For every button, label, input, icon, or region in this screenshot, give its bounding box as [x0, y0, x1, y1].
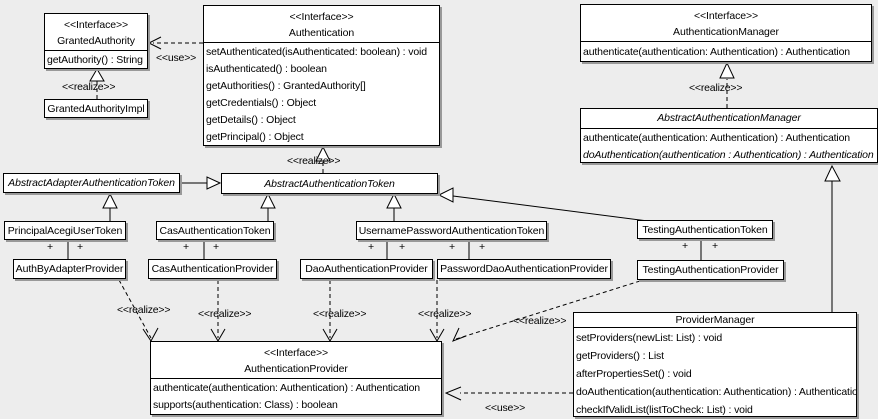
realize-label: <<realize>>	[62, 81, 116, 93]
hollow-triangle-icon	[102, 192, 118, 209]
hollow-triangle-icon	[260, 192, 276, 209]
method-label: authenticate(authentication: Authenticat…	[153, 382, 420, 394]
class-name: AuthenticationManager	[673, 26, 779, 38]
association-end-plus: +	[183, 241, 189, 253]
realize-label: <<realize>>	[418, 308, 472, 320]
class-name: AbstractAuthenticationManager	[657, 112, 801, 124]
hollow-triangle-icon	[206, 176, 222, 190]
class-name: ProviderManager	[675, 314, 755, 326]
class-name: AbstractAuthenticationToken	[264, 178, 395, 190]
association-end-plus: +	[479, 241, 485, 253]
class-name: GrantedAuthorityImpl	[47, 103, 145, 115]
class-authentication-manager: <<Interface>> AuthenticationManager auth…	[580, 4, 872, 62]
association-end-plus: +	[682, 240, 688, 252]
hollow-triangle-icon	[315, 145, 331, 162]
hollow-triangle-icon	[89, 68, 105, 82]
class-name: TestingAuthenticationProvider	[642, 264, 779, 276]
class-abstract-adapter-authentication-token: AbstractAdapterAuthenticationToken	[3, 173, 180, 193]
class-name: CasAuthenticationProvider	[151, 263, 274, 275]
association-end-plus: +	[47, 241, 53, 253]
open-arrowhead-icon	[142, 327, 159, 342]
class-abstract-authentication-manager: AbstractAuthenticationManager authentica…	[580, 108, 878, 163]
class-dao-authentication-provider: DaoAuthenticationProvider	[300, 259, 433, 279]
method-label: doAuthentication(authentication : Authen…	[583, 149, 874, 161]
hollow-triangle-icon	[824, 164, 841, 182]
class-authentication: <<Interface>> Authentication setAuthenti…	[203, 5, 440, 146]
class-name: Authentication	[288, 27, 355, 39]
method-label: getCredentials() : Object	[206, 97, 317, 109]
class-granted-authority: <<Interface>> GrantedAuthority getAuthor…	[44, 13, 148, 69]
hollow-triangle-icon	[719, 61, 735, 79]
open-arrowhead-icon	[444, 386, 462, 401]
class-name: CasAuthenticationToken	[159, 225, 271, 237]
class-password-dao-authentication-provider: PasswordDaoAuthenticationProvider	[437, 259, 611, 279]
realize-label: <<realize>>	[513, 315, 567, 327]
class-provider-manager: ProviderManager setProviders(newList: Li…	[573, 312, 857, 417]
class-name: GrantedAuthority	[57, 35, 135, 47]
method-label: doAuthentication(authentication: Authent…	[576, 386, 856, 398]
class-abstract-authentication-token: AbstractAuthenticationToken	[221, 173, 438, 194]
class-auth-by-adapter-provider: AuthByAdapterProvider	[13, 259, 126, 279]
class-authentication-provider: <<Interface>> AuthenticationProvider aut…	[150, 341, 442, 415]
method-label: checkIfValidList(listToCheck: List) : vo…	[576, 404, 753, 416]
class-username-password-authentication-token: UsernamePasswordAuthenticationToken	[356, 221, 547, 240]
class-name: UsernamePasswordAuthenticationToken	[358, 225, 545, 237]
class-name: AuthByAdapterProvider	[15, 263, 124, 275]
class-testing-authentication-provider: TestingAuthenticationProvider	[637, 260, 784, 280]
realize-label: <<realize>>	[117, 304, 171, 316]
class-name: AuthenticationProvider	[244, 363, 348, 375]
hollow-triangle-icon	[386, 192, 402, 209]
method-label: isAuthenticated() : boolean	[206, 63, 327, 75]
class-name: DaoAuthenticationProvider	[305, 263, 428, 275]
method-label: setProviders(newList: List) : void	[576, 332, 723, 344]
method-label: supports(authentication: Class) : boolea…	[153, 399, 338, 411]
association-end-plus: +	[712, 240, 718, 252]
class-name: TestingAuthenticationToken	[642, 224, 768, 236]
realize-label: <<realize>>	[198, 308, 252, 320]
method-label: setAuthenticated(isAuthenticated: boolea…	[206, 46, 427, 58]
use-label: <<use>>	[485, 402, 526, 414]
stereotype-label: <<Interface>>	[693, 10, 759, 22]
generalization-edge-testing-token	[452, 195, 649, 222]
method-label: authenticate(authentication: Authenticat…	[583, 132, 850, 144]
method-label: getProviders() : List	[576, 350, 664, 362]
open-arrowhead-icon	[452, 327, 467, 342]
association-end-plus: +	[449, 241, 455, 253]
method-label: getPrincipal() : Object	[206, 131, 304, 143]
class-testing-authentication-token: TestingAuthenticationToken	[637, 220, 773, 239]
class-name: PasswordDaoAuthenticationProvider	[440, 263, 608, 275]
association-end-plus: +	[368, 241, 374, 253]
association-end-plus: +	[399, 241, 405, 253]
class-principal-acegi-user-token: PrincipalAcegiUserToken	[4, 221, 126, 240]
class-cas-authentication-token: CasAuthenticationToken	[156, 221, 274, 240]
method-label: getAuthorities() : GrantedAuthority[]	[206, 80, 366, 92]
realize-label: <<realize>>	[287, 155, 341, 167]
class-cas-authentication-provider: CasAuthenticationProvider	[148, 259, 277, 279]
stereotype-label: <<Interface>>	[263, 347, 329, 359]
class-granted-authority-impl: GrantedAuthorityImpl	[44, 99, 148, 118]
use-label: <<use>>	[156, 52, 197, 64]
realize-label: <<realize>>	[689, 82, 743, 94]
method-label: getDetails() : Object	[206, 114, 296, 126]
stereotype-label: <<Interface>>	[63, 19, 129, 31]
method-label: getAuthority() : String	[47, 54, 143, 66]
stereotype-label: <<Interface>>	[289, 11, 354, 23]
association-end-plus: +	[213, 241, 219, 253]
class-name: AbstractAdapterAuthenticationToken	[8, 177, 175, 189]
open-arrowhead-icon	[147, 36, 162, 50]
association-end-plus: +	[77, 241, 83, 253]
method-label: authenticate(authentication: Authenticat…	[583, 46, 850, 58]
method-label: afterPropertiesSet() : void	[576, 368, 692, 380]
hollow-triangle-icon	[437, 187, 454, 203]
class-name: PrincipalAcegiUserToken	[7, 225, 123, 237]
realize-label: <<realize>>	[313, 308, 367, 320]
